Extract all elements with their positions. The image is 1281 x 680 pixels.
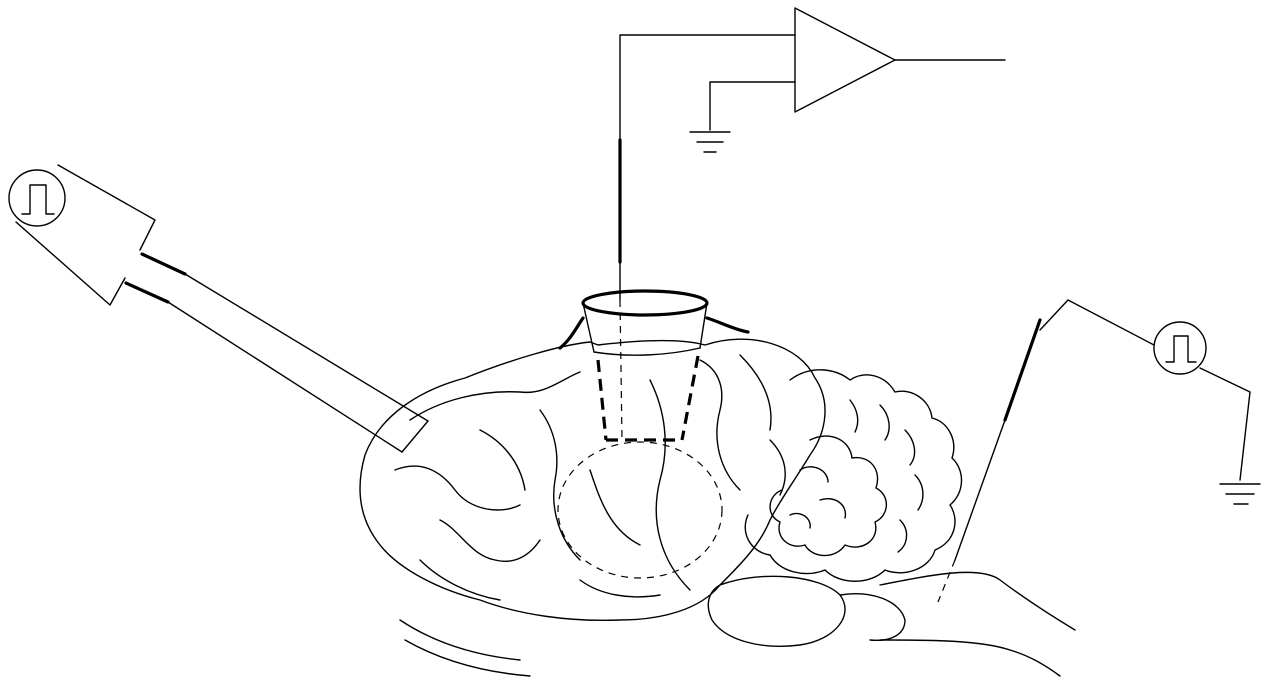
right-electrode-track (938, 560, 955, 602)
electrode-holder-upper (142, 254, 185, 274)
right-ground-lead (1200, 368, 1250, 480)
chamber-top-rim (583, 291, 707, 315)
right-stim-electrode (955, 420, 1005, 560)
brain-drawing (360, 291, 1075, 676)
ventral-surface-lower (405, 640, 530, 676)
stimulator-lead-upper (58, 165, 155, 250)
right-electrode-holder (1005, 320, 1040, 420)
right-stim-lead (1040, 300, 1154, 345)
stimulator-lead-lower (16, 222, 125, 305)
stim-electrode-tip (402, 421, 428, 452)
recording-circuit (620, 8, 1005, 440)
stim-electrode-upper (185, 274, 428, 421)
left-stimulation-circuit (9, 165, 428, 452)
ventral-surface (400, 620, 520, 660)
recording-chamber (560, 291, 748, 440)
cerebral-hemisphere (360, 339, 825, 620)
pons (708, 576, 845, 646)
recording-electrode-track (620, 300, 622, 440)
cerebellum-folia-inner (770, 436, 886, 555)
cerebellum-outline (745, 370, 961, 581)
electrode-holder-lower (126, 283, 168, 302)
pulse-stimulator-icon (9, 170, 65, 226)
amplifier-icon (795, 8, 895, 112)
pulse-stimulator-icon (1154, 322, 1206, 374)
chamber-wall-right-hidden (682, 356, 698, 440)
cerebellum (745, 370, 961, 581)
reference-wire (710, 82, 795, 130)
chamber-wall-left-hidden (598, 360, 606, 440)
medulla (840, 594, 905, 641)
ground-symbol-icon (690, 132, 730, 152)
chamber-base (594, 348, 700, 355)
recording-input-wire (620, 35, 795, 140)
brainstem-lower-edge (880, 640, 1060, 676)
right-stimulation-circuit (938, 300, 1260, 602)
brainstem-upper-edge (880, 572, 1075, 630)
ground-symbol-icon (1220, 484, 1260, 504)
stim-electrode-lower (168, 302, 402, 452)
target-region (558, 442, 722, 578)
